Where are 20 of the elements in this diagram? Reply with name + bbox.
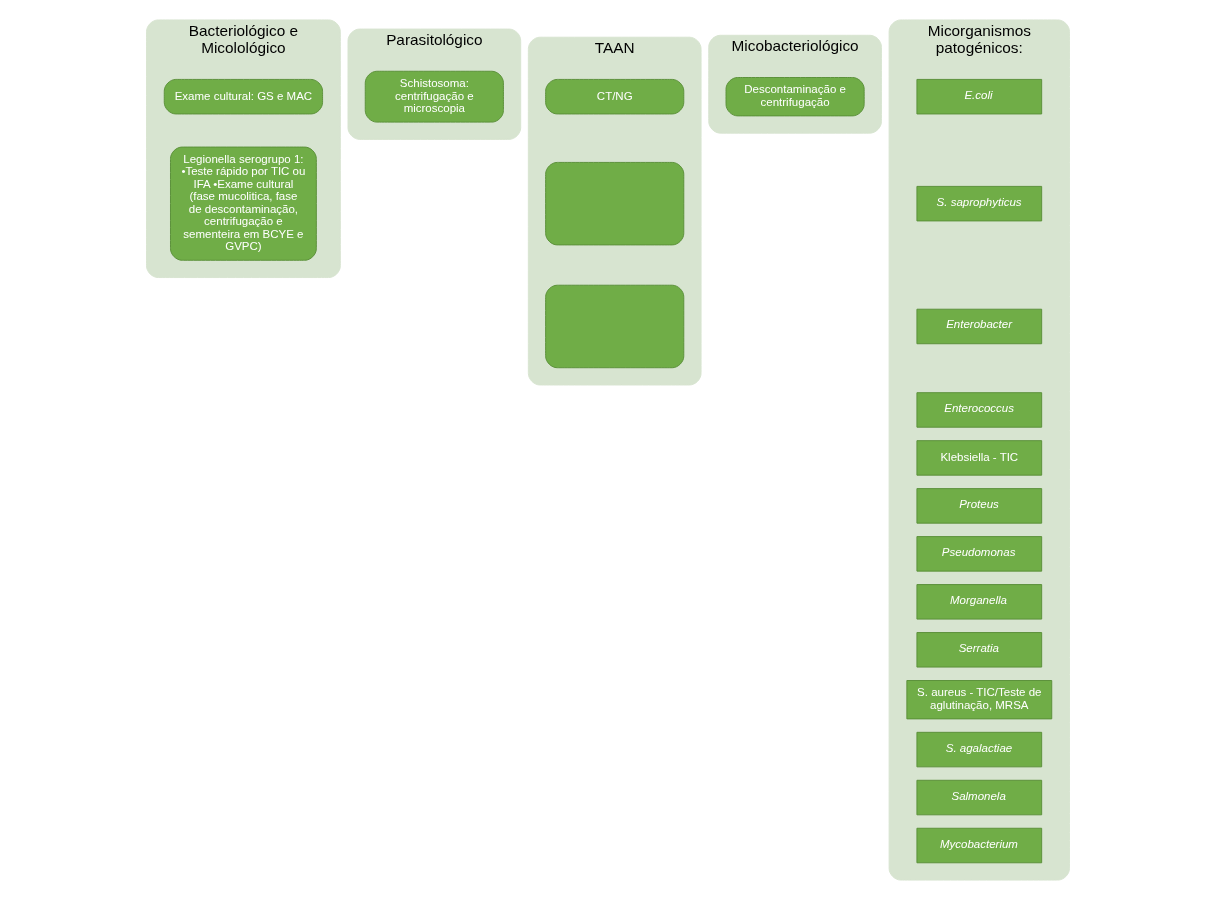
node-box: Salmonela [915,779,1042,816]
node-box: Descontaminação e centrifugação [725,77,865,117]
node-box: E.coli [915,78,1042,115]
node-box: CT/NG [544,78,684,115]
node-box: Klebsiella - TIC [915,440,1042,476]
node-box: Mycobacterium [915,827,1042,864]
node-box [544,284,684,369]
node-box: Exame cultural: GS e MAC [163,78,323,115]
node-box: Schistosoma: centrifugação e microscopia [364,70,504,123]
node-box: S. aureus - TIC/Teste de aglutinação, MRSA [905,680,1052,720]
node-box: Proteus [915,488,1042,524]
node-box: Legionella serogrupo 1: •Teste rápido por TIC ou IFA •Exame cultural (fase mucolitica, fase de descontaminação, centrifugação e sementeira em BCYE e GVPC) [169,146,317,261]
node-box: S. agalactiae [915,731,1042,768]
node-box: Enterococcus [915,392,1042,428]
node-box: Serratia [915,632,1042,668]
node-box [544,161,684,246]
node-box: Enterobacter [915,308,1042,345]
node-box: S. saprophyticus [915,185,1042,222]
node-box: Pseudomonas [915,536,1042,572]
node-box: Morganella [915,584,1042,620]
